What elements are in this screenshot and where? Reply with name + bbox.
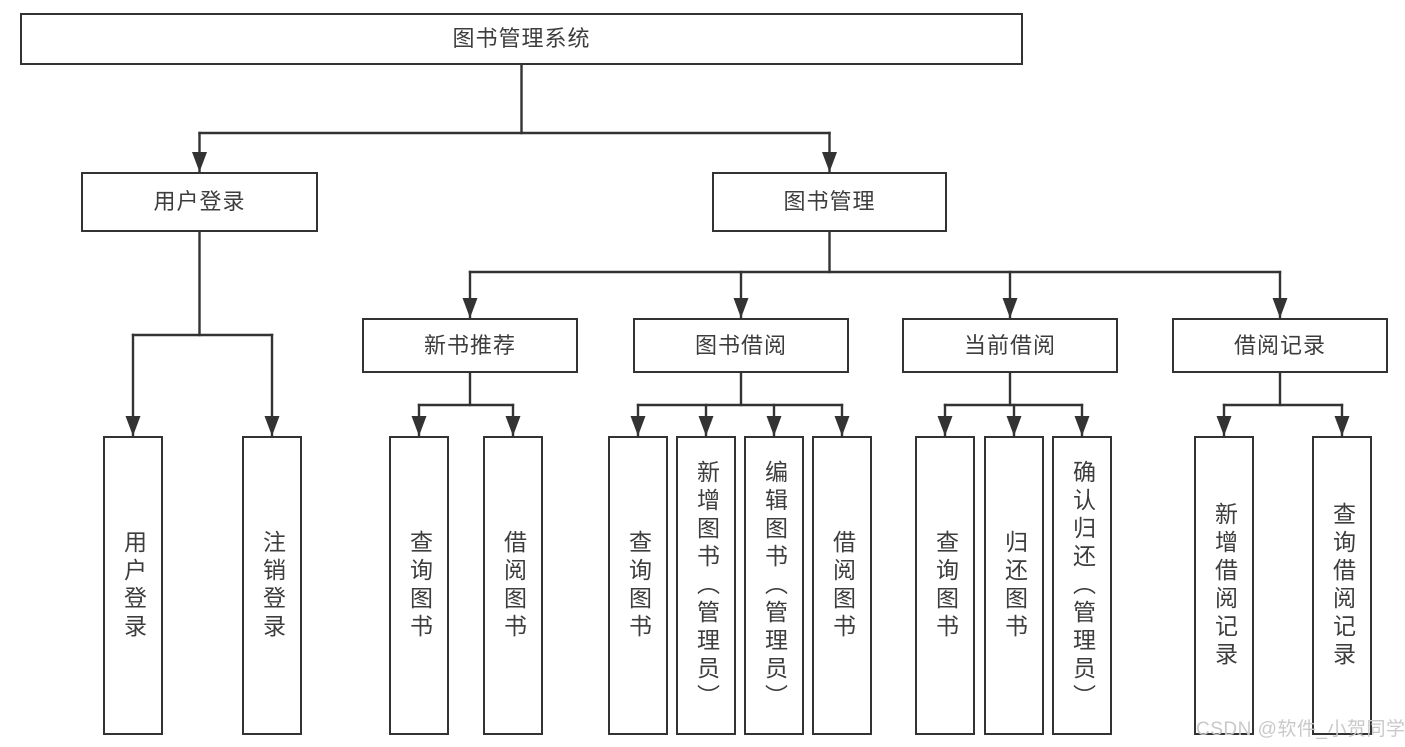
node-label: 查询图书 bbox=[406, 529, 433, 642]
node-label: 注销登录 bbox=[259, 529, 286, 642]
node-l3_12[interactable]: 查询借阅记录 bbox=[1312, 436, 1372, 735]
node-label: 新增图书（管理员） bbox=[693, 459, 720, 712]
node-l3_6[interactable]: 编辑图书（管理员） bbox=[744, 436, 804, 735]
arrowhead bbox=[264, 416, 280, 436]
node-label: 用户登录 bbox=[120, 529, 147, 642]
node-label: 新增借阅记录 bbox=[1211, 501, 1238, 670]
arrowhead bbox=[822, 152, 837, 172]
arrowhead bbox=[766, 416, 782, 436]
arrowhead bbox=[1272, 298, 1288, 318]
node-label: 查询图书 bbox=[932, 529, 959, 642]
node-label: 借阅图书 bbox=[500, 529, 527, 642]
node-l3_0[interactable]: 用户登录 bbox=[103, 436, 163, 735]
node-label: 归还图书 bbox=[1001, 529, 1028, 642]
arrowhead bbox=[505, 416, 521, 436]
arrowhead bbox=[462, 298, 478, 318]
arrowhead bbox=[411, 416, 427, 436]
node-label: 图书管理 bbox=[783, 189, 876, 215]
node-l3_3[interactable]: 借阅图书 bbox=[483, 436, 543, 735]
node-l3_8[interactable]: 查询图书 bbox=[915, 436, 975, 735]
node-label: 编辑图书（管理员） bbox=[761, 459, 788, 712]
arrowhead bbox=[125, 416, 141, 436]
node-l3_7[interactable]: 借阅图书 bbox=[812, 436, 872, 735]
arrowhead bbox=[733, 298, 749, 318]
node-l2_0[interactable]: 新书推荐 bbox=[362, 318, 578, 373]
node-label: 查询借阅记录 bbox=[1329, 501, 1356, 670]
node-label: 借阅图书 bbox=[829, 529, 856, 642]
arrowhead bbox=[937, 416, 953, 436]
node-l3_5[interactable]: 新增图书（管理员） bbox=[676, 436, 736, 735]
node-label: 图书借阅 bbox=[694, 332, 787, 358]
arrowhead bbox=[698, 416, 714, 436]
node-l3_1[interactable]: 注销登录 bbox=[242, 436, 302, 735]
node-l2_3[interactable]: 借阅记录 bbox=[1172, 318, 1388, 373]
arrowhead bbox=[1074, 416, 1090, 436]
arrowhead bbox=[1216, 416, 1232, 436]
node-label: 借阅记录 bbox=[1233, 332, 1326, 358]
arrowhead bbox=[834, 416, 850, 436]
node-l3_2[interactable]: 查询图书 bbox=[389, 436, 449, 735]
arrowhead bbox=[192, 152, 207, 172]
node-root[interactable]: 图书管理系统 bbox=[20, 13, 1023, 65]
node-label: 图书管理系统 bbox=[452, 26, 591, 52]
node-label: 新书推荐 bbox=[423, 332, 516, 358]
node-l2_2[interactable]: 当前借阅 bbox=[902, 318, 1118, 373]
arrowhead bbox=[1334, 416, 1350, 436]
arrowhead bbox=[630, 416, 646, 436]
arrowhead bbox=[1002, 298, 1018, 318]
node-l2_1[interactable]: 图书借阅 bbox=[633, 318, 849, 373]
node-l3_10[interactable]: 确认归还（管理员） bbox=[1052, 436, 1112, 735]
node-l1_0[interactable]: 用户登录 bbox=[81, 172, 318, 232]
node-label: 查询图书 bbox=[625, 529, 652, 642]
node-label: 用户登录 bbox=[153, 189, 246, 215]
node-l3_11[interactable]: 新增借阅记录 bbox=[1194, 436, 1254, 735]
watermark-text: CSDN @软件_小贺同学 bbox=[1196, 719, 1405, 740]
node-l3_4[interactable]: 查询图书 bbox=[608, 436, 668, 735]
node-label: 当前借阅 bbox=[963, 332, 1056, 358]
node-label: 确认归还（管理员） bbox=[1069, 459, 1096, 712]
node-l3_9[interactable]: 归还图书 bbox=[984, 436, 1044, 735]
arrowhead bbox=[1006, 416, 1022, 436]
node-l1_1[interactable]: 图书管理 bbox=[712, 172, 947, 232]
